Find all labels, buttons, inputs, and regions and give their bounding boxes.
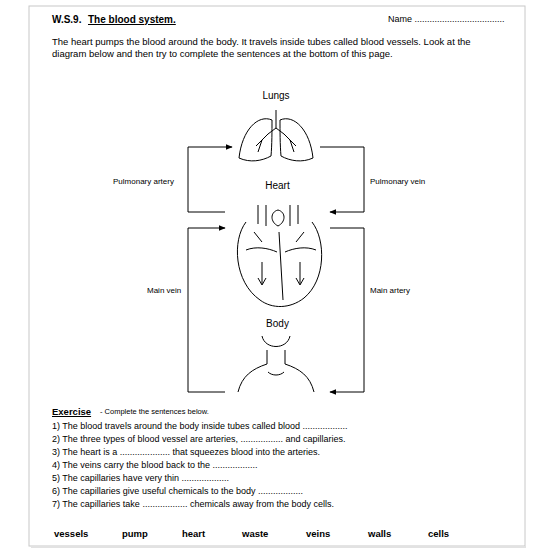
exercise-sentence: 1) The blood travels around the body ins… [52,421,348,432]
body-figure: Body [225,318,330,400]
organ-label: Body [225,318,330,329]
lungs-drawing [239,110,313,161]
page-border [29,6,525,546]
word-bank-word: heart [182,528,205,539]
body-drawing [238,336,314,392]
word-bank-word: pump [122,528,148,539]
exercise-sentence: 4) The veins carry the blood back to the… [52,460,257,471]
lungs-organ: Lungs [232,90,320,165]
word-bank-word: cells [428,528,449,539]
blood-vessel-line [330,228,364,392]
intro-text: The heart pumps the blood around the bod… [52,36,504,61]
sheet-number: W.S.9. [52,14,81,26]
exercise-sentence: 6) The capillaries give useful chemicals… [52,486,303,497]
word-bank-word: walls [368,528,391,539]
exercise-sentence: 2) The three types of blood vessel are a… [52,434,345,445]
organ-label: Heart [225,180,330,191]
blood-vessel-line [320,147,364,212]
word-bank-word: waste [242,528,268,539]
word-bank-word: veins [306,528,330,539]
exercise-sentence: 7) The capillaries take ................… [52,499,334,510]
blood-vessel-line [188,228,225,392]
instruction: - Complete the sentences below. [100,407,209,416]
vessel-name: Pulmonary artery [112,177,175,186]
vessel-name: Pulmonary vein [369,177,426,186]
name-field: Name ...................................… [388,14,505,25]
heart-organ: Heart [225,180,330,308]
exercise-sentence: 3) The heart is a .................... t… [52,447,320,458]
word-bank-word: vessels [54,528,88,539]
blood-vessel-line [188,147,232,212]
vessel-name: Main vein [146,286,182,295]
exercise-sentence: 5) The capillaries have very thin ......… [52,473,229,484]
exercise-heading: Exercise [52,406,91,417]
heart-drawing [237,205,321,307]
worksheet-title: The blood system. [88,14,176,25]
organ-label: Lungs [232,90,320,101]
page-shadow [31,546,526,548]
vessel-name: Main artery [369,286,411,295]
